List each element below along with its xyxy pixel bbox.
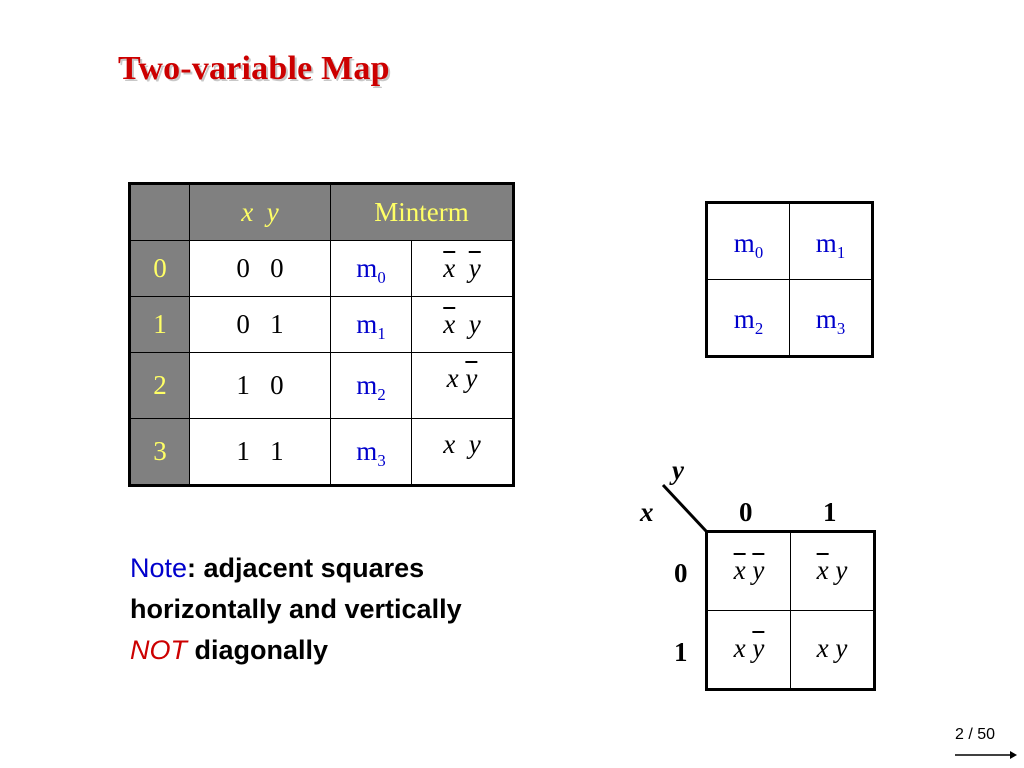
minterm-grid: m0 m1 m2 m3 [705, 201, 874, 358]
truth-table: x y Minterm 0 0 0 m0 x y 1 0 1 m1 x y 2 … [128, 182, 515, 487]
kmap-row-label: 1 [674, 637, 688, 667]
table-row: 2 1 0 m2 x y [129, 352, 514, 419]
kmap-cell: x y [706, 531, 791, 611]
expr-x: x [443, 429, 456, 459]
truth-table-header-row: x y Minterm [129, 183, 514, 241]
minterm-m: m [815, 228, 837, 258]
next-arrow-icon[interactable] [955, 748, 1017, 762]
page-number: 2 / 50 [955, 726, 996, 743]
expr-y: y [752, 633, 765, 663]
note-line-1: Note: adjacent squares [130, 548, 462, 589]
kmap-cell: x y [706, 610, 791, 690]
minterm-m: m [356, 370, 378, 400]
row-minterm: m1 [330, 296, 412, 353]
minterm-m: m [733, 304, 755, 334]
minterm-m: m [356, 253, 378, 283]
note-emphasis: NOT [130, 635, 187, 665]
expr-y: y [752, 555, 765, 585]
note-line-2: horizontally and vertically [130, 594, 462, 624]
kmap-col-label: 0 [739, 497, 753, 527]
minterm-m: m [815, 304, 837, 334]
row-index: 1 [129, 296, 190, 353]
minterm-cell: m0 [706, 202, 790, 280]
kmap-row-label: 0 [674, 558, 688, 588]
table-row: 1 0 1 m1 x y [129, 296, 514, 353]
minterm-cell: m3 [789, 279, 873, 357]
row-expression: x y [411, 296, 514, 353]
expr-x: x [733, 633, 746, 663]
table-row: 0 0 0 m0 x y [129, 240, 514, 297]
expr-y: y [468, 309, 481, 339]
kmap-grid: x y x y x y x y [705, 530, 876, 691]
kmap-var-y: y [672, 455, 684, 485]
expr-x: x [443, 309, 456, 339]
table-row: 3 1 1 m3 x y [129, 418, 514, 486]
expr-y: y [468, 253, 481, 283]
note-line1-rest: : adjacent squares [187, 553, 425, 583]
row-expression: x y [411, 418, 514, 486]
minterm-cell: m2 [706, 279, 790, 357]
expr-x: x [446, 363, 459, 393]
kmap-cell: x y [790, 531, 875, 611]
row-xy: 0 1 [189, 296, 331, 353]
row-xy: 1 0 [189, 352, 331, 419]
slide-title: Two-variable Map [118, 50, 390, 87]
minterm-sub: 1 [836, 242, 846, 262]
row-index: 2 [129, 352, 190, 419]
row-index: 3 [129, 418, 190, 486]
minterm-sub: 3 [377, 450, 386, 470]
expr-x: x [816, 633, 829, 663]
minterm-sub: 1 [377, 323, 386, 343]
expr-y: y [835, 633, 848, 663]
expr-x: x [443, 253, 456, 283]
note-text: Note: adjacent squares horizontally and … [130, 548, 462, 671]
row-xy: 0 0 [189, 240, 331, 297]
minterm-m: m [356, 309, 378, 339]
expr-x: x [733, 555, 746, 585]
row-index: 0 [129, 240, 190, 297]
minterm-sub: 0 [754, 242, 764, 262]
minterm-m: m [356, 436, 378, 466]
expr-y: y [468, 429, 481, 459]
expr-y: y [465, 363, 478, 393]
expr-x: x [816, 555, 829, 585]
header-blank-cell [129, 183, 190, 241]
minterm-sub: 2 [754, 318, 764, 338]
row-expression: x y [411, 352, 514, 419]
row-xy: 1 1 [189, 418, 331, 486]
note-line-3: NOT diagonally [130, 630, 462, 671]
kmap-cell: x y [790, 610, 875, 690]
kmap-var-x: x [640, 497, 654, 527]
minterm-sub: 2 [377, 384, 386, 404]
expr-y: y [835, 555, 848, 585]
header-xy: x y [189, 183, 331, 241]
kmap-col-label: 1 [823, 497, 837, 527]
row-expression: x y [411, 240, 514, 297]
row-minterm: m3 [330, 418, 412, 486]
kmap-diagonal-line [661, 483, 708, 533]
header-minterm: Minterm [330, 183, 514, 241]
note-label: Note [130, 553, 188, 583]
minterm-m: m [733, 228, 755, 258]
minterm-cell: m1 [789, 202, 873, 280]
row-minterm: m2 [330, 352, 412, 419]
row-minterm: m0 [330, 240, 412, 297]
minterm-sub: 0 [377, 267, 386, 287]
note-line3-rest: diagonally [187, 635, 329, 665]
minterm-sub: 3 [836, 318, 846, 338]
